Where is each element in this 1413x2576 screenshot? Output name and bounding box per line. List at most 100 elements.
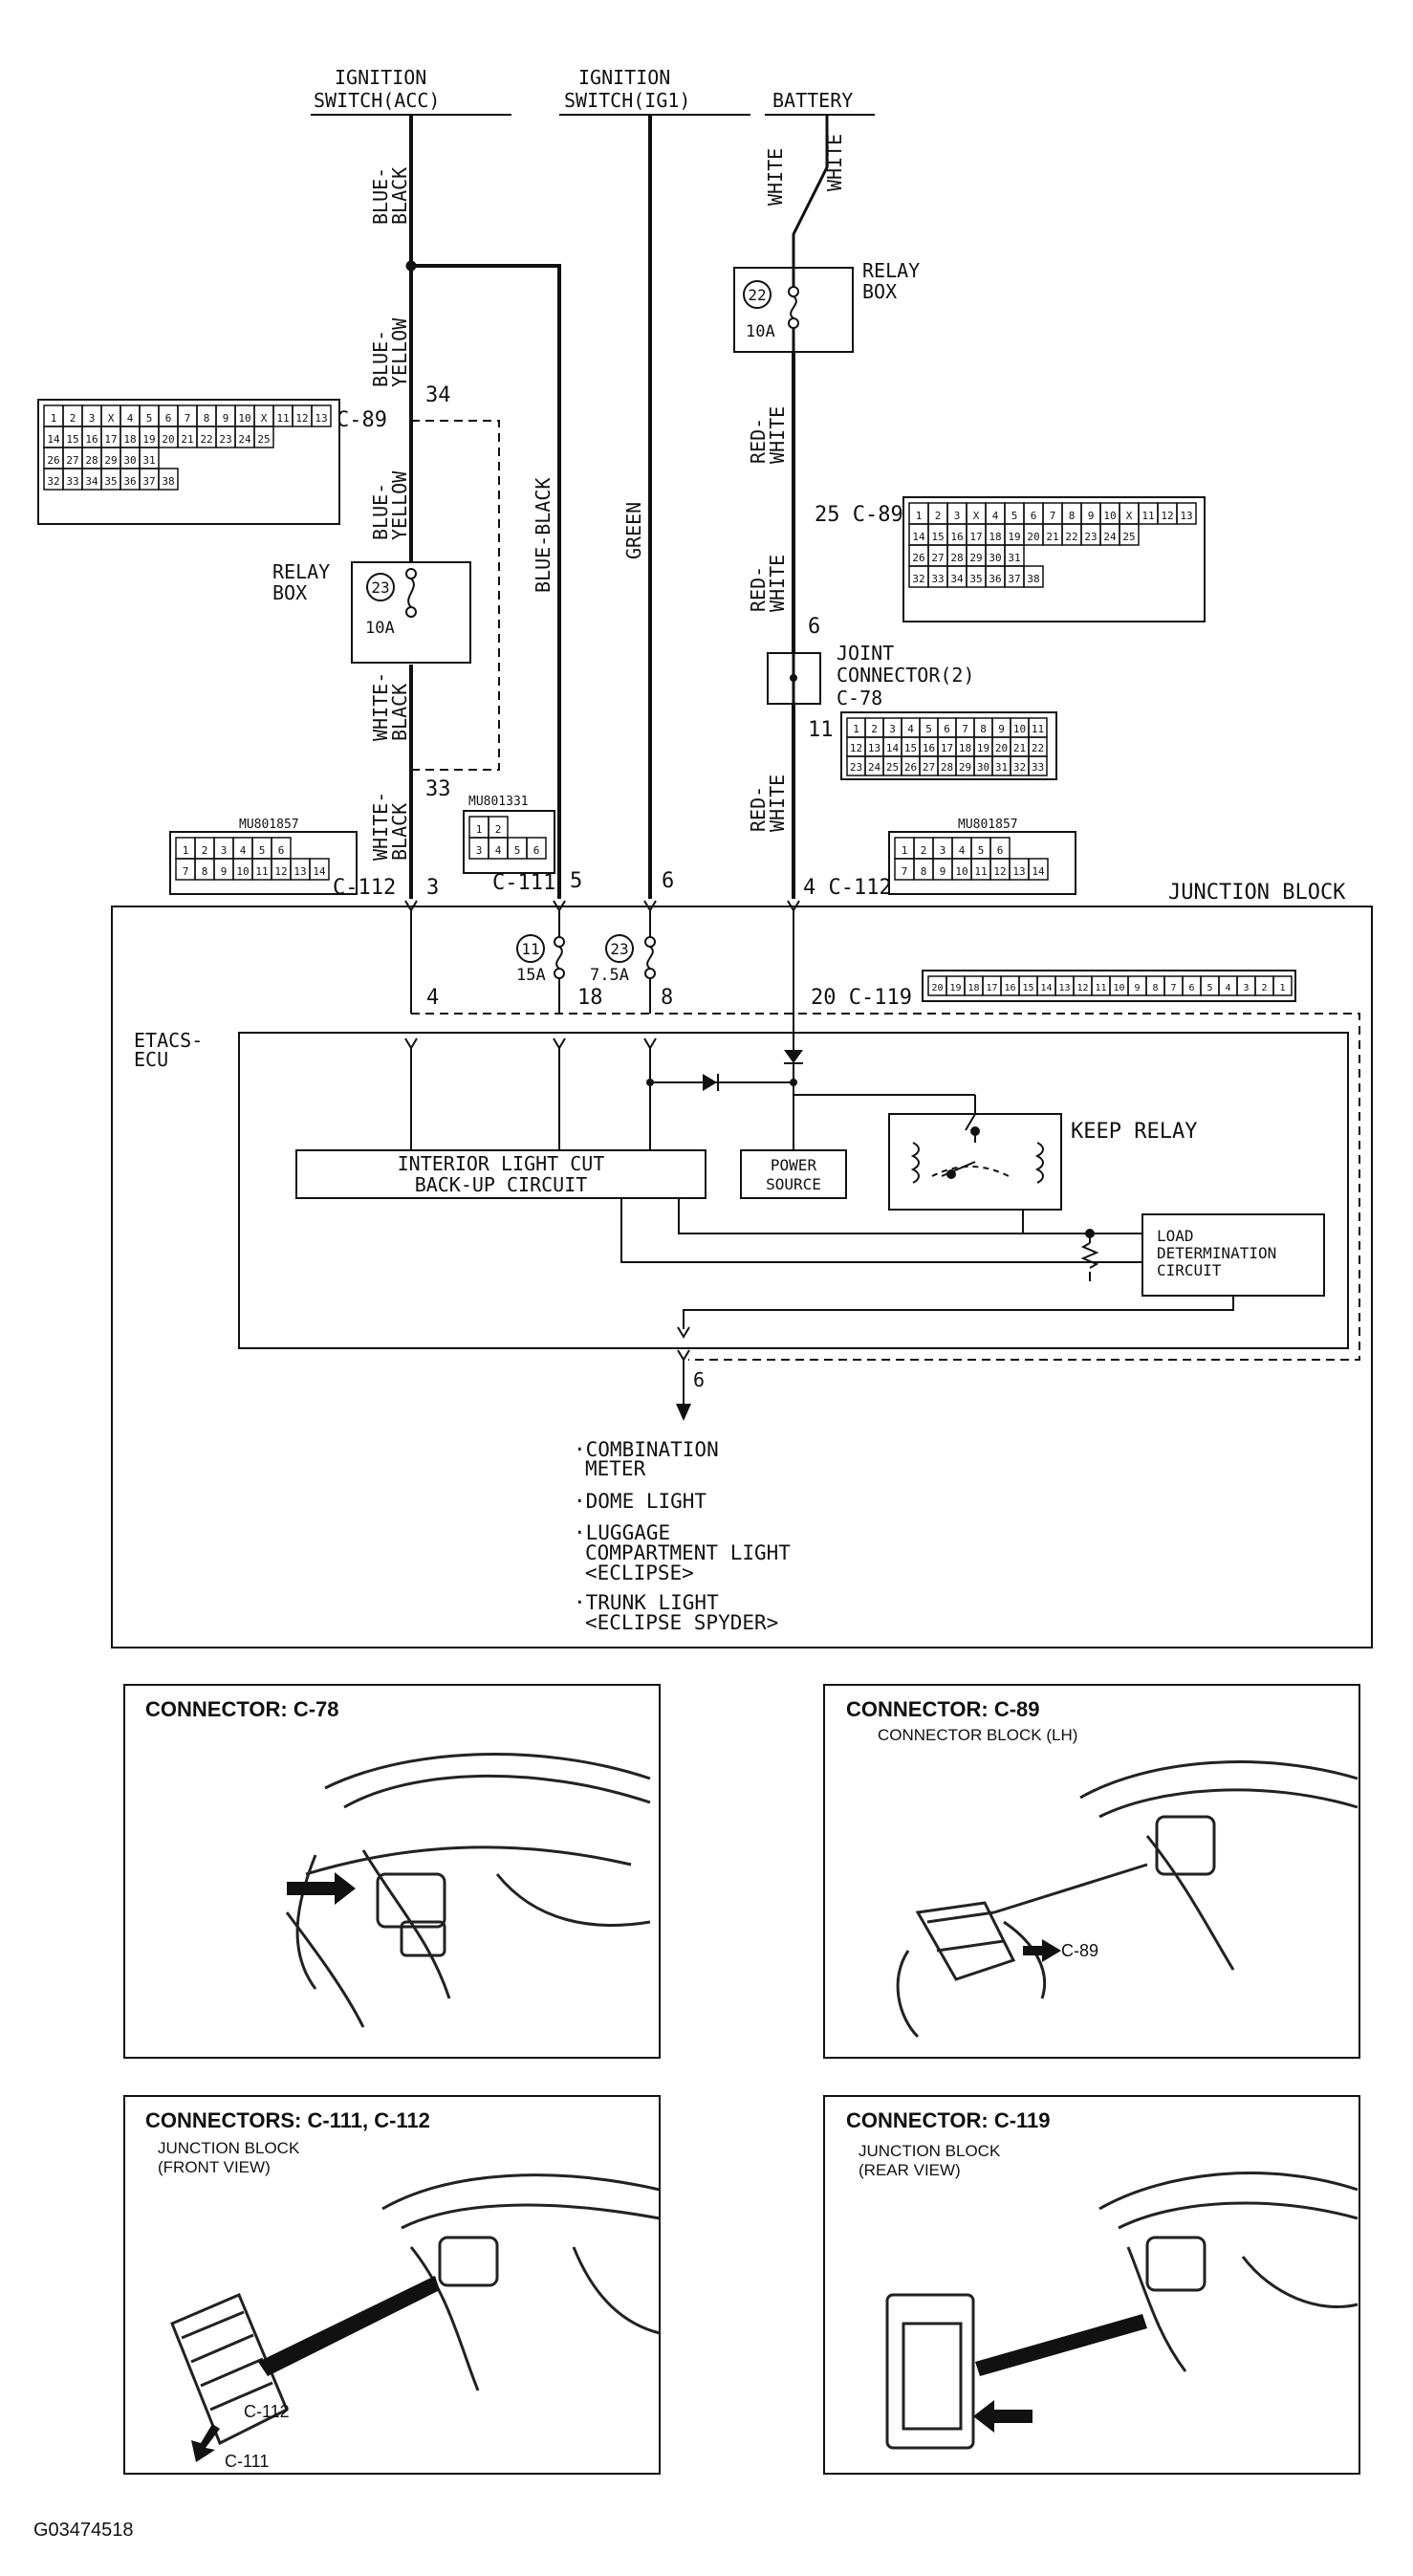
- photo-c111-callout: C-111: [225, 2452, 269, 2471]
- connector-pin-label: 1: [51, 412, 57, 425]
- connector-pin-label: 33: [931, 573, 944, 585]
- connector-pin-label: 20: [162, 433, 174, 446]
- connector-pin-label: 7: [1050, 510, 1056, 522]
- connector-pin-label: 18: [959, 742, 971, 754]
- joint-label-1: JOINT: [837, 642, 894, 665]
- connector-pin-label: 2: [871, 723, 878, 735]
- fuse-number-23: 23: [610, 940, 628, 958]
- photo-c78-title: CONNECTOR: C-78: [145, 1697, 339, 1721]
- connector-pin-label: 19: [1008, 531, 1020, 543]
- fuse-rating-23: 7.5A: [590, 966, 629, 985]
- connector-pin-label: 5: [514, 844, 521, 857]
- wire-label-blue-yellow-c: BLUE-: [369, 483, 392, 540]
- connector-pin-label: 27: [931, 552, 944, 564]
- connector-pin-label: 16: [1004, 983, 1015, 993]
- pin-5: 5: [570, 869, 582, 893]
- connector-pin-label: 3: [476, 844, 483, 857]
- fuse-number-11: 11: [521, 940, 539, 958]
- pin-8: 8: [661, 986, 673, 1010]
- power-source-label-1: POWER: [771, 1156, 817, 1174]
- interior-light-label-1: INTERIOR LIGHT CUT: [398, 1152, 605, 1175]
- photo-c89-callout: C-89: [1061, 1941, 1098, 1960]
- connector-pin-label: 28: [85, 454, 98, 467]
- connector-pin-label: 10: [1113, 983, 1124, 993]
- connector-pin-label: 7: [962, 723, 968, 735]
- junction-block-frame: [111, 906, 1373, 1648]
- connector-pin-label: 35: [969, 573, 982, 585]
- connector-pin-label: 38: [162, 475, 174, 488]
- connector-pin-label: 6: [997, 844, 1004, 857]
- connector-pin: [309, 858, 330, 881]
- acc-label-1: IGNITION: [335, 66, 426, 89]
- connector-pin-label: 26: [47, 454, 59, 467]
- connector-pin-label: X: [973, 510, 980, 522]
- connector-pin-label: 13: [293, 865, 306, 878]
- connector-pin-label: 30: [123, 454, 136, 467]
- photo-c111-title: CONNECTORS: C-111, C-112: [145, 2108, 430, 2132]
- connector-pin-label: 3: [89, 412, 96, 425]
- connector-pin-label: 4: [495, 844, 502, 857]
- connector-pin-label: 10: [236, 865, 249, 878]
- connector-pin-label: 12: [1161, 510, 1173, 522]
- connector-pin-label: 15: [904, 742, 917, 754]
- connector-pin-label: 28: [950, 552, 963, 564]
- connector-pin-label: 30: [977, 761, 989, 774]
- relay-box-left: 23 10A RELAY BOX: [272, 560, 471, 664]
- output-item-2: METER: [585, 1457, 646, 1480]
- wire-label-red-white-2b: WHITE: [766, 555, 789, 612]
- power-source-block: POWER SOURCE: [740, 1149, 847, 1199]
- connector-pin-label: 1: [183, 844, 189, 857]
- connector-pin-label: 31: [995, 761, 1008, 774]
- ecu-label-1: ETACS-: [134, 1029, 203, 1052]
- connector-pin-label: 10: [238, 412, 250, 425]
- connector-pin-label: 33: [66, 475, 78, 488]
- ig1-label-1: IGNITION: [578, 66, 670, 89]
- figure-id: G03474518: [33, 2520, 134, 2541]
- relay-box-right-label-2: BOX: [862, 280, 897, 303]
- connector-pin: [311, 404, 332, 427]
- connector-pin: [1119, 523, 1140, 546]
- connector-pin: [1028, 858, 1049, 881]
- connector-pin-label: 3: [1243, 983, 1249, 993]
- interior-light-block: INTERIOR LIGHT CUT BACK-UP CIRCUIT: [295, 1149, 706, 1199]
- connector-pin-label: 12: [1076, 983, 1088, 993]
- connector-pin-label: 12: [295, 412, 308, 425]
- connector-pin-label: 6: [278, 844, 285, 857]
- connector-pin-label: X: [108, 412, 115, 425]
- connector-pin-label: 38: [1027, 573, 1039, 585]
- connector-pin-label: 9: [1134, 983, 1140, 993]
- connector-pin-label: 17: [969, 531, 982, 543]
- connector-pin-label: 1: [902, 844, 908, 857]
- connector-pin-label: 3: [889, 723, 896, 735]
- connector-pin-label: 10: [1103, 510, 1116, 522]
- connector-pin-label: 2: [935, 510, 942, 522]
- photo-c119-sub-1: JUNCTION BLOCK: [859, 2142, 1001, 2160]
- connector-pin-label: 8: [980, 723, 987, 735]
- connector-pin-label: 34: [85, 475, 98, 488]
- connector-pin-label: 25: [1122, 531, 1135, 543]
- fuse-rating-11: 15A: [516, 966, 546, 985]
- output-item-5: COMPARTMENT LIGHT: [585, 1541, 791, 1564]
- connector-pin: [526, 837, 547, 860]
- connector-pin-label: 10: [955, 865, 967, 878]
- photo-c89-sub: CONNECTOR BLOCK (LH): [878, 1726, 1077, 1744]
- connector-pin-label: 18: [967, 983, 979, 993]
- pin-34: 34: [425, 383, 451, 407]
- connector-pin-label: 7: [185, 412, 191, 425]
- connector-pin-label: 9: [940, 865, 946, 878]
- connector-pin-label: 18: [989, 531, 1001, 543]
- connector-pin-label: 5: [1011, 510, 1018, 522]
- joint-label-2: CONNECTOR(2): [837, 664, 975, 687]
- connector-pin-label: 22: [200, 433, 212, 446]
- photo-c112-callout: C-112: [244, 2402, 290, 2421]
- wire-label-white-black-d: BLACK: [388, 803, 411, 861]
- pin-c112-left: C-112: [333, 876, 396, 900]
- connector-pin-label: 13: [868, 742, 880, 754]
- part-mu801857-left: MU801857: [239, 818, 299, 832]
- connector-pin-label: 11: [255, 865, 268, 878]
- connector-pin-label: 6: [165, 412, 172, 425]
- connector-pin-label: 15: [66, 433, 78, 446]
